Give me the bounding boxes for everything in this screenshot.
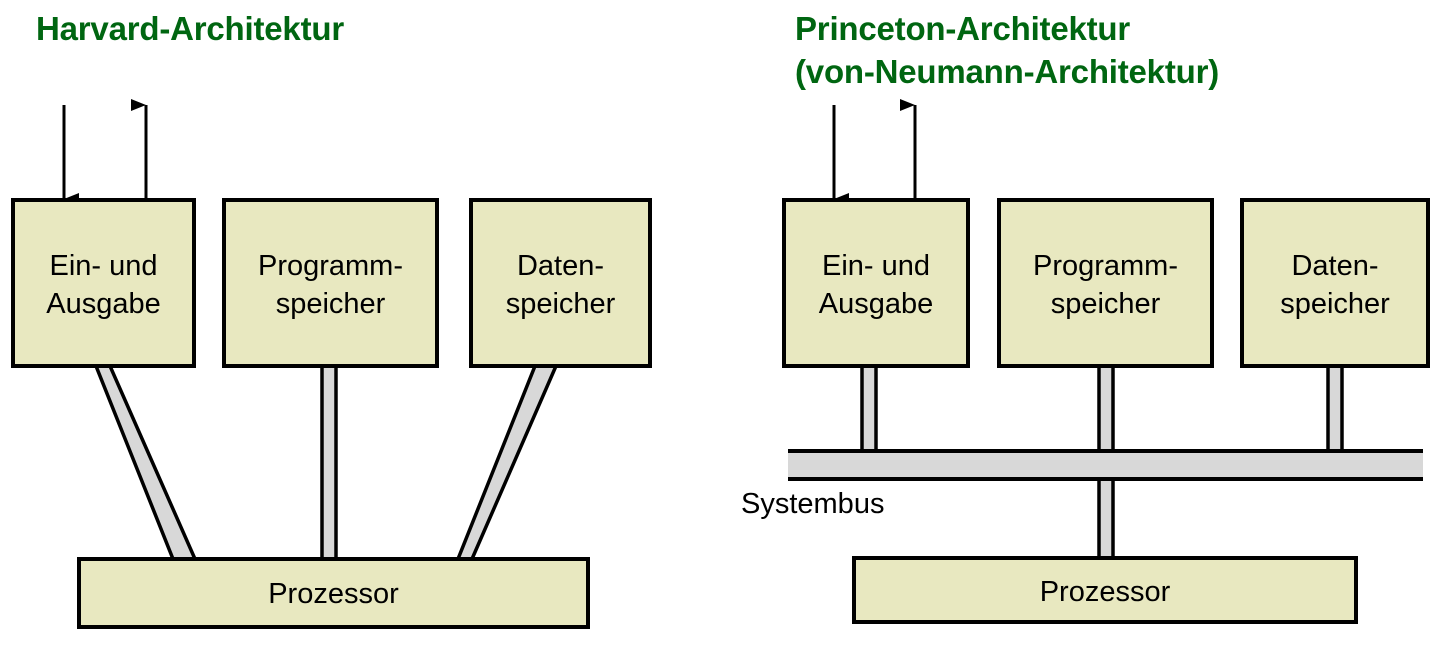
princeton-connector-program	[1097, 364, 1115, 454]
harvard-processor-rect	[77, 557, 590, 629]
harvard-box-io-line1: Ein- und	[49, 250, 157, 282]
princeton-box-data-line2: speicher	[1280, 288, 1390, 320]
harvard-box-data: Daten- speicher	[469, 198, 652, 368]
princeton-connector-data	[1326, 364, 1344, 454]
princeton-system-bus-label: Systembus	[741, 488, 884, 520]
princeton-processor-rect	[852, 556, 1358, 624]
princeton-box-data: Daten- speicher	[1240, 198, 1430, 368]
harvard-processor-label: Prozessor	[268, 578, 399, 610]
princeton-processor-label: Prozessor	[1040, 576, 1171, 608]
princeton-box-io-line1: Ein- und	[822, 250, 930, 282]
harvard-box-program-line2: speicher	[276, 288, 386, 320]
harvard-box-program-rect	[222, 198, 439, 368]
harvard-box-io-line2: Ausgabe	[46, 288, 161, 320]
princeton-box-data-line1: Daten-	[1291, 250, 1378, 282]
harvard-title: Harvard-Architektur	[36, 10, 344, 47]
harvard-box-data-line1: Daten-	[517, 250, 604, 282]
harvard-connector-data	[455, 364, 559, 561]
princeton-system-bus	[788, 449, 1423, 481]
princeton-box-program: Programm- speicher	[997, 198, 1214, 368]
harvard-group: Harvard-Architektur Ein- und Ausgabe Pro…	[11, 10, 652, 629]
harvard-connector-io	[93, 364, 198, 561]
princeton-box-io-rect	[782, 198, 970, 368]
princeton-box-program-line2: speicher	[1051, 288, 1161, 320]
harvard-box-program-line1: Programm-	[258, 250, 403, 282]
harvard-box-data-line2: speicher	[506, 288, 616, 320]
princeton-box-program-line1: Programm-	[1033, 250, 1178, 282]
princeton-system-bus-fill	[788, 450, 1423, 480]
princeton-connector-processor	[1097, 477, 1115, 562]
princeton-title-line2: (von-Neumann-Architektur)	[795, 53, 1219, 90]
princeton-connector-io	[860, 364, 878, 454]
princeton-group: Princeton-Architektur (von-Neumann-Archi…	[741, 10, 1430, 624]
harvard-connector-program	[320, 364, 338, 561]
princeton-title-line1: Princeton-Architektur	[795, 10, 1130, 47]
princeton-box-io-line2: Ausgabe	[819, 288, 934, 320]
princeton-box-data-rect	[1240, 198, 1430, 368]
harvard-box-io: Ein- und Ausgabe	[11, 198, 196, 368]
princeton-box-io: Ein- und Ausgabe	[782, 198, 970, 368]
harvard-box-program: Programm- speicher	[222, 198, 439, 368]
harvard-processor: Prozessor	[77, 557, 590, 629]
harvard-box-data-rect	[469, 198, 652, 368]
princeton-box-program-rect	[997, 198, 1214, 368]
princeton-processor: Prozessor	[852, 556, 1358, 624]
harvard-box-io-rect	[11, 198, 196, 368]
